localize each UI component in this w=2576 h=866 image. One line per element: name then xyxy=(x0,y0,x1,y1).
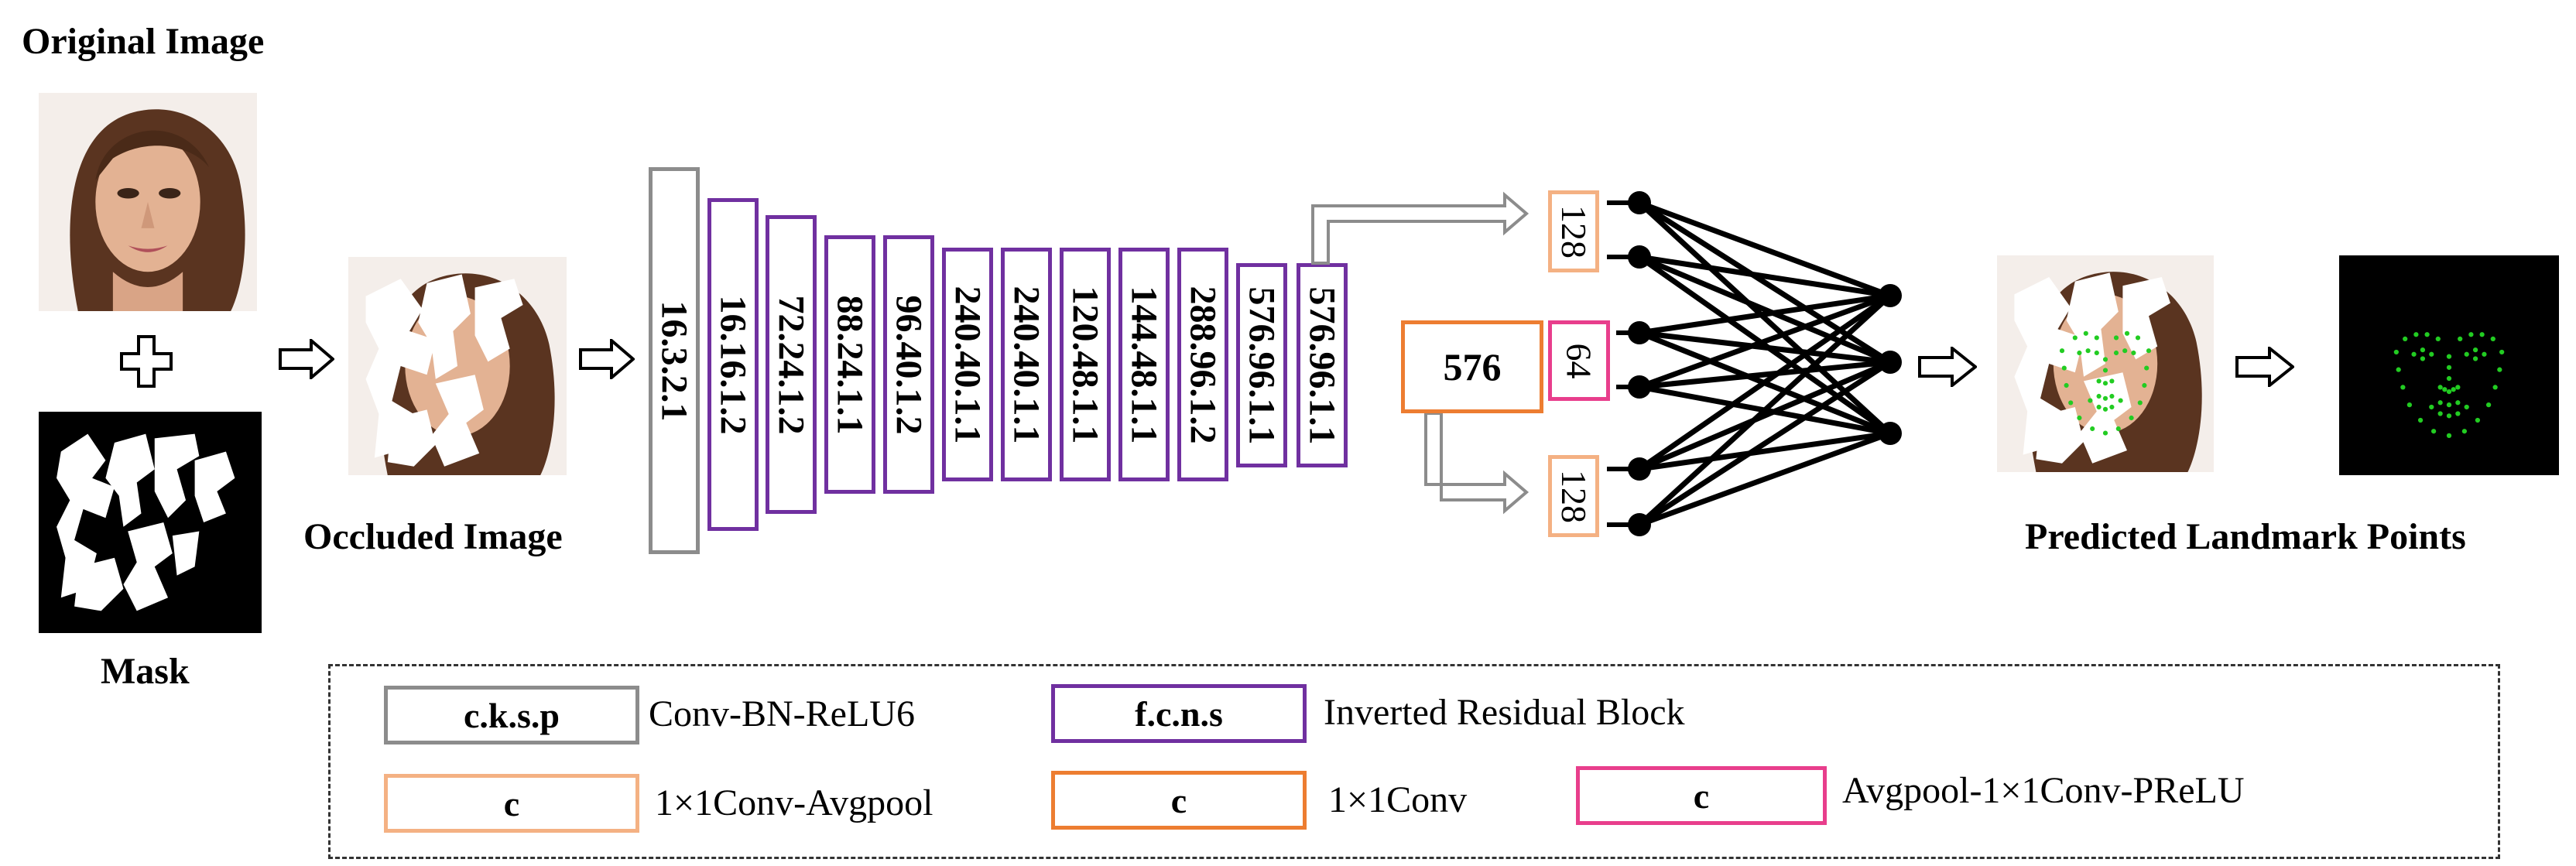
original-face-photo xyxy=(39,93,257,311)
legend-conv1x1-swatch: c xyxy=(1051,771,1307,830)
occluded-image-label: Occluded Image xyxy=(303,516,563,557)
legend-avgpool-prelu-swatch: c xyxy=(1576,766,1827,825)
branch-bottom-label: 128 xyxy=(1553,469,1594,523)
plus-icon xyxy=(119,334,173,389)
landmark-points-plot xyxy=(2339,255,2559,475)
branch-top-box: 128 xyxy=(1548,190,1599,272)
legend-inverted-residual-swatch: f.c.n.s xyxy=(1051,684,1307,743)
arrow-to-landmarks-icon xyxy=(2235,347,2294,387)
residual-block-3: 88.24.1.1 xyxy=(824,235,875,494)
branch-top-label: 128 xyxy=(1553,204,1594,258)
legend-conv-bn-relu6-swatch: c.k.s.p xyxy=(384,686,639,744)
arrow-to-occluded-icon xyxy=(279,339,334,379)
legend-key-fcns: f.c.n.s xyxy=(1135,693,1223,734)
branch-mid-label: 64 xyxy=(1559,343,1599,378)
conv1x1-label: 576 xyxy=(1443,345,1502,389)
original-image-label: Original Image xyxy=(22,21,265,62)
legend-avgpool-prelu-desc: Avgpool-1×1Conv-PReLU xyxy=(1842,770,2245,811)
residual-block-5: 240.40.1.1 xyxy=(942,248,993,481)
legend-key-c-avgpool: c xyxy=(503,783,520,823)
top-branch-arrow xyxy=(1311,191,1530,265)
residual-block-7: 120.48.1.1 xyxy=(1060,248,1111,481)
residual-block-9: 288.96.1.2 xyxy=(1177,248,1228,481)
predicted-landmarks-label: Predicted Landmark Points xyxy=(2025,516,2466,557)
mask-image xyxy=(39,412,262,633)
fully-connected-lines xyxy=(1637,200,1893,528)
predicted-landmarks-on-face xyxy=(1997,255,2214,472)
legend-conv-avgpool-desc: 1×1Conv-Avgpool xyxy=(655,782,933,823)
arrow-to-network-icon xyxy=(579,339,635,379)
network-nodes xyxy=(1628,191,1902,536)
legend-key-c-conv1x1: c xyxy=(1170,780,1187,820)
residual-block-11: 576.96.1.1 xyxy=(1297,263,1348,467)
residual-block-1: 16.16.1.2 xyxy=(707,198,759,531)
mask-label: Mask xyxy=(101,651,190,692)
residual-block-8: 144.48.1.1 xyxy=(1118,248,1170,481)
branch-bottom-box: 128 xyxy=(1548,455,1599,537)
branch-mid-box: 64 xyxy=(1548,320,1610,401)
conv-bn-relu6-block: 16.3.2.1 xyxy=(649,167,700,554)
residual-block-10: 576.96.1.1 xyxy=(1236,263,1287,467)
arrow-to-prediction-icon xyxy=(1918,347,1977,387)
legend-panel xyxy=(328,664,2500,859)
legend-conv1x1-desc: 1×1Conv xyxy=(1328,779,1468,820)
legend-key-c-prelu: c xyxy=(1693,775,1710,816)
legend-inverted-residual-desc: Inverted Residual Block xyxy=(1324,692,1685,733)
bottom-branch-arrow xyxy=(1424,412,1530,515)
legend-key-ckps: c.k.s.p xyxy=(464,695,560,735)
legend-conv-avgpool-swatch: c xyxy=(384,774,639,833)
residual-block-6: 240.40.1.1 xyxy=(1001,248,1052,481)
residual-block-2: 72.24.1.2 xyxy=(766,215,817,514)
occluded-face-image xyxy=(348,257,567,475)
legend-conv-bn-relu6-desc: Conv-BN-ReLU6 xyxy=(649,693,915,734)
residual-block-4: 96.40.1.2 xyxy=(883,235,934,494)
conv1x1-block: 576 xyxy=(1401,320,1543,413)
